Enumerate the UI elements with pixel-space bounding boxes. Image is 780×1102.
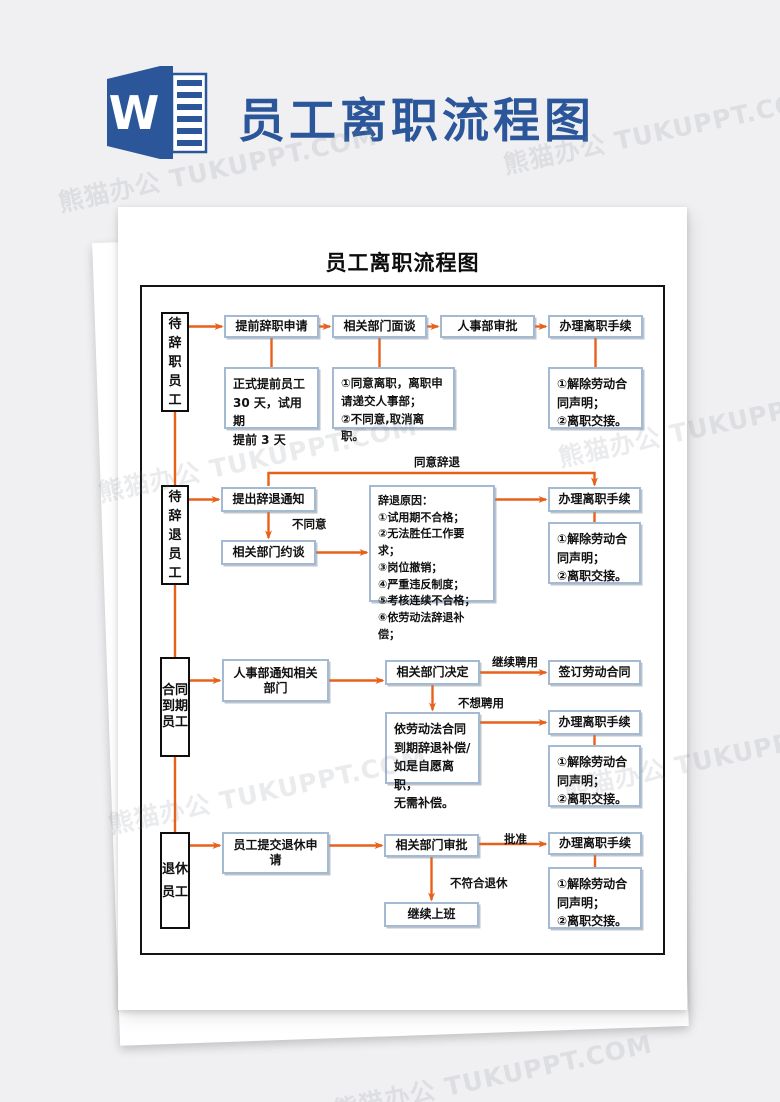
step-dismiss-notify: 提出辞退通知: [221, 487, 316, 512]
step-handle-leave-1: 办理离职手续: [548, 315, 643, 338]
note-notice-days: 正式提前员工 30 天，试用期 提前 3 天: [224, 367, 319, 447]
step-sign-contract: 签订劳动合同: [548, 660, 641, 685]
step-dept-decide: 相关部门决定: [385, 660, 480, 685]
note-handover-2: ①解除劳动合 同声明； ②离职交接。: [548, 522, 641, 584]
word-logo-icon: W: [100, 58, 210, 164]
step-hr-approve: 人事部审批: [440, 315, 535, 338]
branch-label-not-qualified: 不符合退休: [450, 876, 508, 890]
template-title: 员工离职流程图: [238, 94, 595, 149]
row-label-retire: 退休员工: [160, 832, 190, 929]
step-dept-interview: 相关部门面谈: [332, 315, 427, 338]
row-label-resign: 待辞职员工: [161, 312, 189, 412]
note-handover-3: ①解除劳动合 同声明； ②离职交接。: [548, 745, 641, 807]
word-logo-letter: W: [109, 86, 160, 140]
step-submit-retire: 员工提交退休申 请: [222, 832, 329, 874]
note-interview-result: ①同意离职，离职申 请递交人事部； ②不同意,取消离职。: [332, 367, 455, 443]
step-handle-leave-2: 办理离职手续: [548, 487, 641, 512]
arrow: [267, 471, 598, 487]
step-dept-talk: 相关部门约谈: [221, 540, 316, 565]
branch-label-agree-dismiss: 同意辞退: [414, 455, 460, 469]
step-resign-apply: 提前辞职申请: [224, 315, 319, 338]
flowchart-title: 员工离职流程图: [325, 251, 480, 275]
row-label-contract: 合同到期员工: [160, 657, 190, 757]
document-page: 员工离职流程图: [118, 207, 687, 1010]
branch-label-rehire: 继续聘用: [492, 655, 538, 669]
note-handover-1: ①解除劳动合 同声明； ②离职交接。: [548, 367, 643, 429]
step-dept-approve: 相关部门审批: [384, 834, 479, 857]
note-handover-4: ①解除劳动合 同声明； ②离职交接。: [548, 867, 642, 929]
branch-label-approved: 批准: [504, 832, 527, 846]
branch-label-disagree: 不同意: [292, 517, 327, 531]
row-label-dismiss: 待辞退员工: [161, 485, 189, 585]
flowchart-border: 待辞职员工 提前辞职申请 相关部门面谈 人事部审批 办理离职手续 正式提前员工 …: [140, 285, 665, 955]
word-icon: W: [107, 66, 208, 159]
flow-connectors: [173, 323, 598, 902]
step-handle-leave-3: 办理离职手续: [548, 710, 641, 735]
step-continue-work: 继续上班: [384, 902, 479, 927]
branch-label-no-rehire: 不想聘用: [458, 696, 504, 710]
note-compensation: 依劳动法合同 到期辞退补偿/ 如是自愿离职， 无需补偿。: [385, 712, 480, 810]
step-hr-notify-dept: 人事部通知相关 部门: [222, 659, 329, 702]
note-dismiss-reasons: 辞退原因： ①试用期不合格； ②无法胜任工作要求； ③岗位撤销； ④严重违反制度…: [369, 485, 495, 641]
step-handle-leave-4: 办理离职手续: [548, 832, 642, 855]
